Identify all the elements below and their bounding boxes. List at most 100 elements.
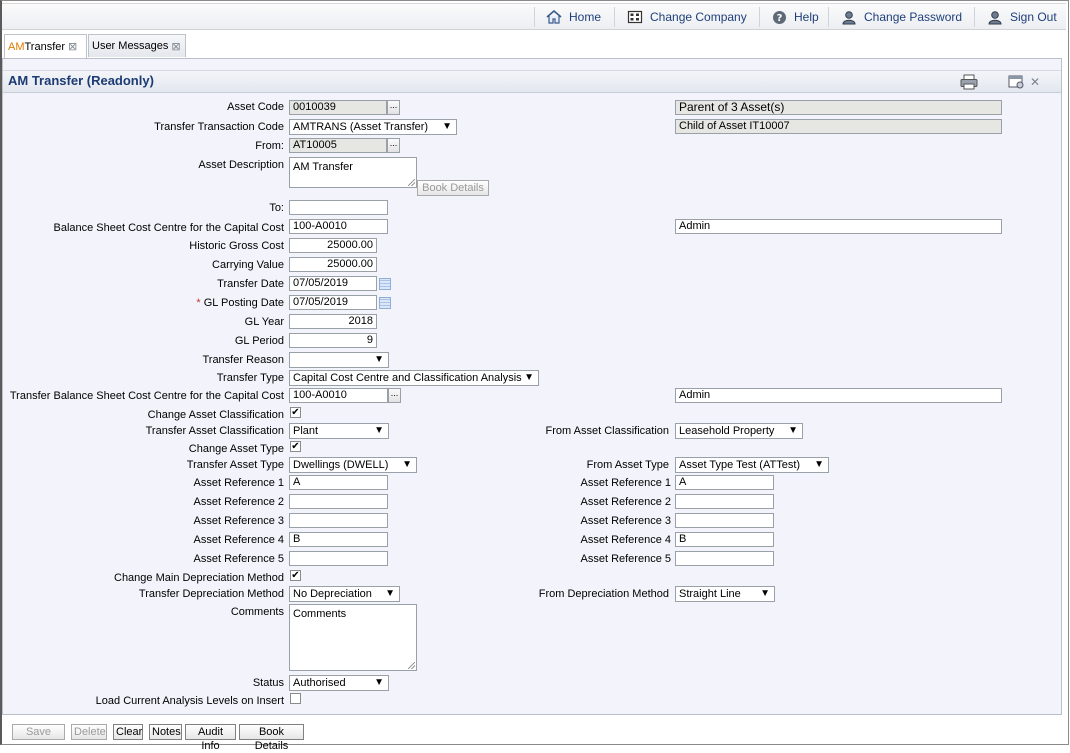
from-asset-ref1-field[interactable]: A (675, 475, 774, 490)
from-field[interactable]: AT10005 (289, 138, 387, 153)
home-link[interactable]: Home (545, 4, 601, 30)
resize-handle[interactable] (408, 662, 415, 669)
bs-cost-centre-field[interactable]: 100-A0010 (289, 219, 388, 234)
transfer-bs-cost-centre-field[interactable]: 100-A0010 (289, 388, 388, 403)
selected-value: Leasehold Property (679, 425, 775, 437)
selected-value: Capital Cost Centre and Classification A… (293, 372, 522, 384)
from-asset-type-select[interactable]: Asset Type Test (ATTest) ▼ (675, 457, 829, 473)
carrying-value-label: Carrying Value (212, 259, 284, 271)
asset-code-label: Asset Code (227, 101, 284, 113)
change-password-icon (840, 9, 858, 25)
gl-posting-date-field[interactable]: 07/05/2019 (289, 295, 377, 310)
transfer-dep-method-select[interactable]: No Depreciation ▼ (289, 586, 400, 602)
svg-text:?: ? (776, 13, 782, 24)
comments-text: Comments (293, 608, 347, 620)
from-asset-class-select[interactable]: Leasehold Property ▼ (675, 423, 803, 439)
change-company-icon (626, 9, 644, 25)
asset-code-lookup-button[interactable]: ... (387, 100, 400, 115)
home-label: Home (569, 10, 602, 24)
historic-gross-cost-field[interactable]: 25000.00 (289, 238, 377, 253)
change-password-link[interactable]: Change Password (840, 4, 962, 30)
dropdown-arrow-icon: ▼ (374, 354, 384, 365)
selected-value: Authorised (293, 677, 346, 689)
tab-user-messages[interactable]: User Messages ⊠ (88, 34, 186, 57)
from-dep-method-label: From Depreciation Method (538, 588, 669, 600)
notes-button[interactable]: Notes (149, 724, 182, 740)
gl-period-label: GL Period (234, 335, 284, 347)
comments-field[interactable]: Comments (289, 604, 417, 671)
asset-ref3-field[interactable] (289, 513, 388, 528)
close-icon[interactable]: ✕ (1030, 75, 1041, 89)
from-asset-ref2-field[interactable] (675, 494, 774, 509)
close-tab-icon[interactable]: ⊠ (171, 40, 181, 53)
asset-code-field[interactable]: 0010039 (289, 100, 387, 115)
asset-ref2-field[interactable] (289, 494, 388, 509)
transfer-dep-method-label: Transfer Depreciation Method (138, 588, 284, 600)
change-asset-class-checkbox[interactable]: ✔ (290, 407, 301, 418)
from-asset-ref2-label: Asset Reference 2 (580, 496, 672, 508)
status-select[interactable]: Authorised ▼ (289, 675, 389, 691)
resize-handle[interactable] (408, 179, 415, 186)
nav-separator (828, 7, 829, 27)
asset-ref4-field[interactable]: B (289, 532, 388, 547)
from-lookup-button[interactable]: ... (387, 138, 400, 153)
asset-ref5-label: Asset Reference 5 (193, 553, 285, 565)
asset-ref5-field[interactable] (289, 551, 388, 566)
book-details-button[interactable]: Book Details (239, 724, 304, 752)
tab-am-transfer[interactable]: AM Transfer ⊠ (4, 34, 87, 58)
asset-ref1-field[interactable]: A (289, 475, 388, 490)
save-button[interactable]: Save (12, 724, 65, 740)
from-asset-ref4-label: Asset Reference 4 (580, 534, 672, 546)
required-marker: * (196, 297, 201, 309)
clear-button[interactable]: Clear (113, 724, 143, 740)
page-title: AM Transfer (Readonly) (8, 73, 154, 88)
from-asset-ref3-field[interactable] (675, 513, 774, 528)
tab-prefix: AM (8, 40, 25, 53)
change-main-dep-checkbox[interactable]: ✔ (290, 570, 301, 581)
dropdown-arrow-icon: ▼ (374, 677, 384, 688)
transfer-asset-type-select[interactable]: Dwellings (DWELL) ▼ (289, 457, 417, 473)
from-asset-ref4-field[interactable]: B (675, 532, 774, 547)
calendar-icon[interactable] (379, 278, 391, 290)
audit-info-button[interactable]: Audit Info (185, 724, 236, 752)
asset-ref4-label: Asset Reference 4 (193, 534, 285, 546)
load-analysis-checkbox[interactable] (290, 693, 301, 704)
close-tab-icon[interactable]: ⊠ (68, 41, 78, 53)
transfer-date-field[interactable]: 07/05/2019 (289, 276, 377, 291)
transfer-asset-class-select[interactable]: Plant ▼ (289, 423, 389, 439)
asset-description-label: Asset Description (198, 159, 284, 171)
child-info: Child of Asset IT10007 (675, 119, 1002, 134)
change-asset-type-checkbox[interactable]: ✔ (290, 441, 301, 452)
help-link[interactable]: ? Help (770, 4, 819, 30)
transfer-reason-select[interactable]: ▼ (289, 352, 389, 368)
transfer-date-label: Transfer Date (217, 278, 284, 290)
selected-value: Straight Line (679, 588, 741, 600)
from-asset-type-label: From Asset Type (586, 459, 669, 471)
sign-out-link[interactable]: Sign Out (986, 4, 1057, 30)
gl-period-field[interactable]: 9 (289, 333, 377, 348)
book-details-inline-button[interactable]: Book Details (417, 180, 489, 196)
transfer-type-select[interactable]: Capital Cost Centre and Classification A… (289, 370, 539, 386)
historic-gross-cost-label: Historic Gross Cost (189, 240, 284, 252)
transfer-txn-code-select[interactable]: AMTRANS (Asset Transfer) ▼ (289, 119, 457, 135)
window-options-icon[interactable] (1008, 74, 1024, 92)
to-field[interactable] (289, 200, 388, 215)
carrying-value-field[interactable]: 25000.00 (289, 257, 377, 272)
change-asset-class-label: Change Asset Classification (147, 409, 284, 421)
transfer-bs-cost-centre-lookup-button[interactable]: ... (388, 388, 401, 403)
transfer-type-label: Transfer Type (216, 372, 284, 384)
change-company-link[interactable]: Change Company (626, 4, 747, 30)
bs-cost-centre-name: Admin (675, 219, 1002, 234)
gl-year-field[interactable]: 2018 (289, 314, 377, 329)
asset-description-field[interactable]: AM Transfer (289, 157, 417, 188)
delete-button[interactable]: Delete (71, 724, 107, 740)
print-icon[interactable] (960, 74, 978, 93)
dropdown-arrow-icon: ▼ (442, 121, 452, 132)
dropdown-arrow-icon: ▼ (788, 425, 798, 436)
calendar-icon[interactable] (379, 297, 391, 309)
dropdown-arrow-icon: ▼ (814, 459, 824, 470)
from-dep-method-select[interactable]: Straight Line ▼ (675, 586, 775, 602)
from-asset-ref5-field[interactable] (675, 551, 774, 566)
from-asset-ref1-label: Asset Reference 1 (580, 477, 672, 489)
